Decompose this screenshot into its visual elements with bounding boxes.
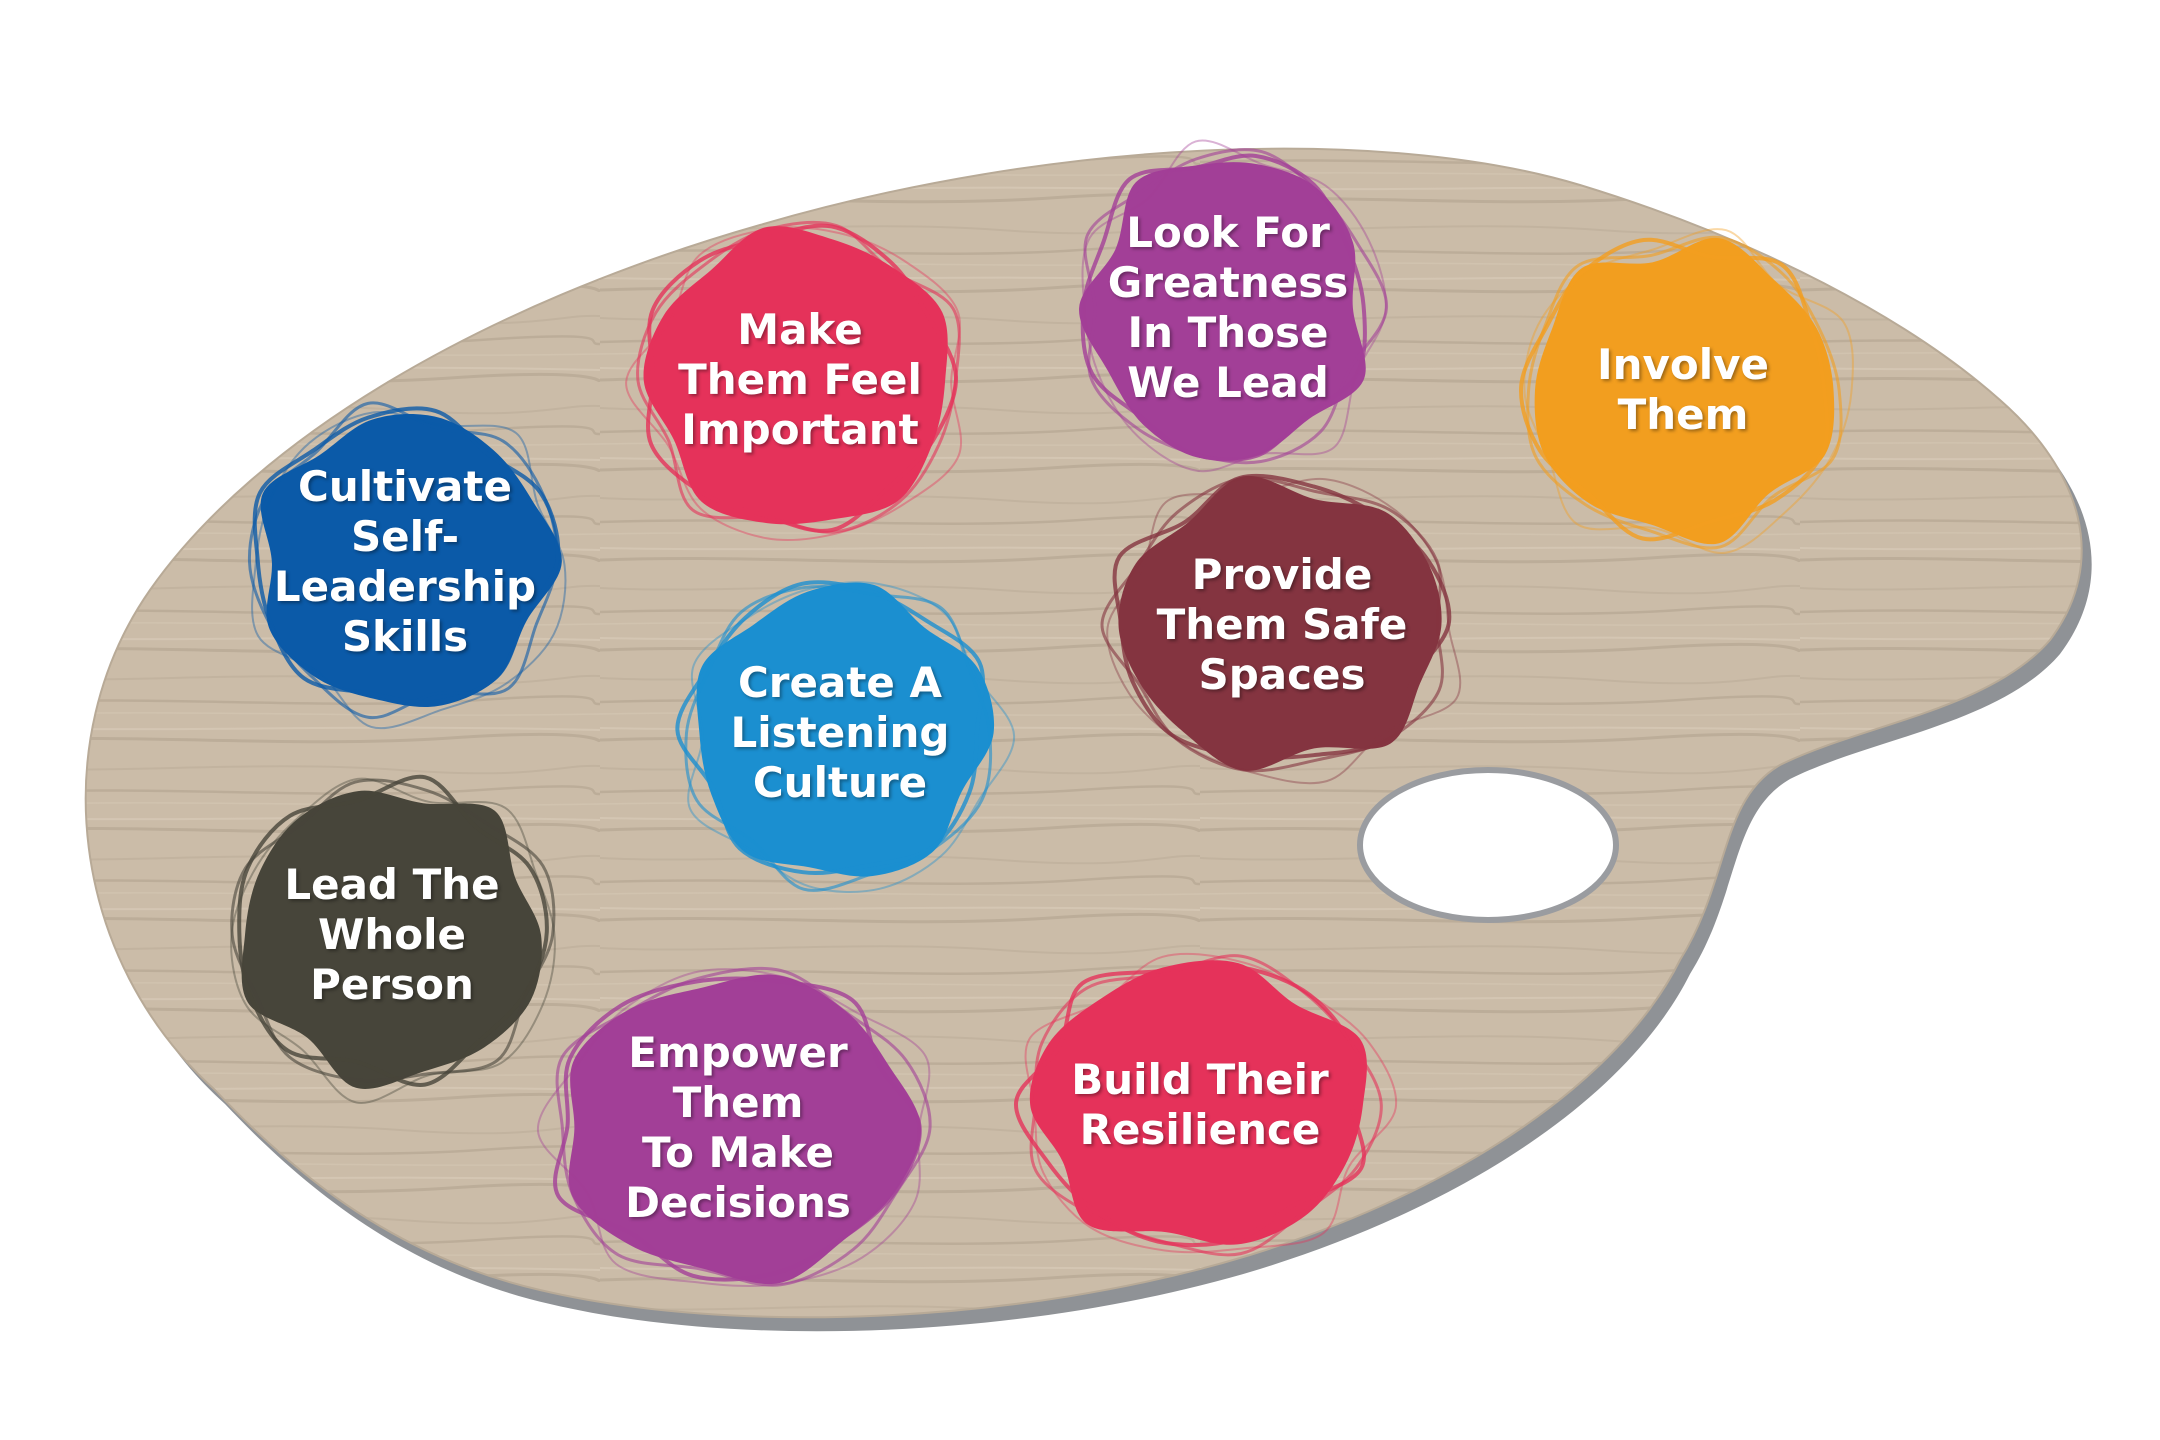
paint-blob-lead-the-whole-person [230,774,556,1104]
paint-blob-empower-them-to-make-decisions [536,966,932,1287]
paint-blob-create-a-listening-culture [675,580,1016,893]
paint-blob-make-them-feel-important [625,220,963,541]
paint-blob-look-for-greatness [1079,139,1389,473]
paint-blob-involve-them [1519,228,1854,554]
paint-blob-cultivate-self-leadership-skills [247,401,567,730]
paint-blobs [230,139,1854,1287]
paint-blob-provide-them-safe-spaces [1100,473,1462,785]
thumb-hole [1357,767,1619,923]
paint-blob-build-their-resilience [1014,952,1398,1257]
